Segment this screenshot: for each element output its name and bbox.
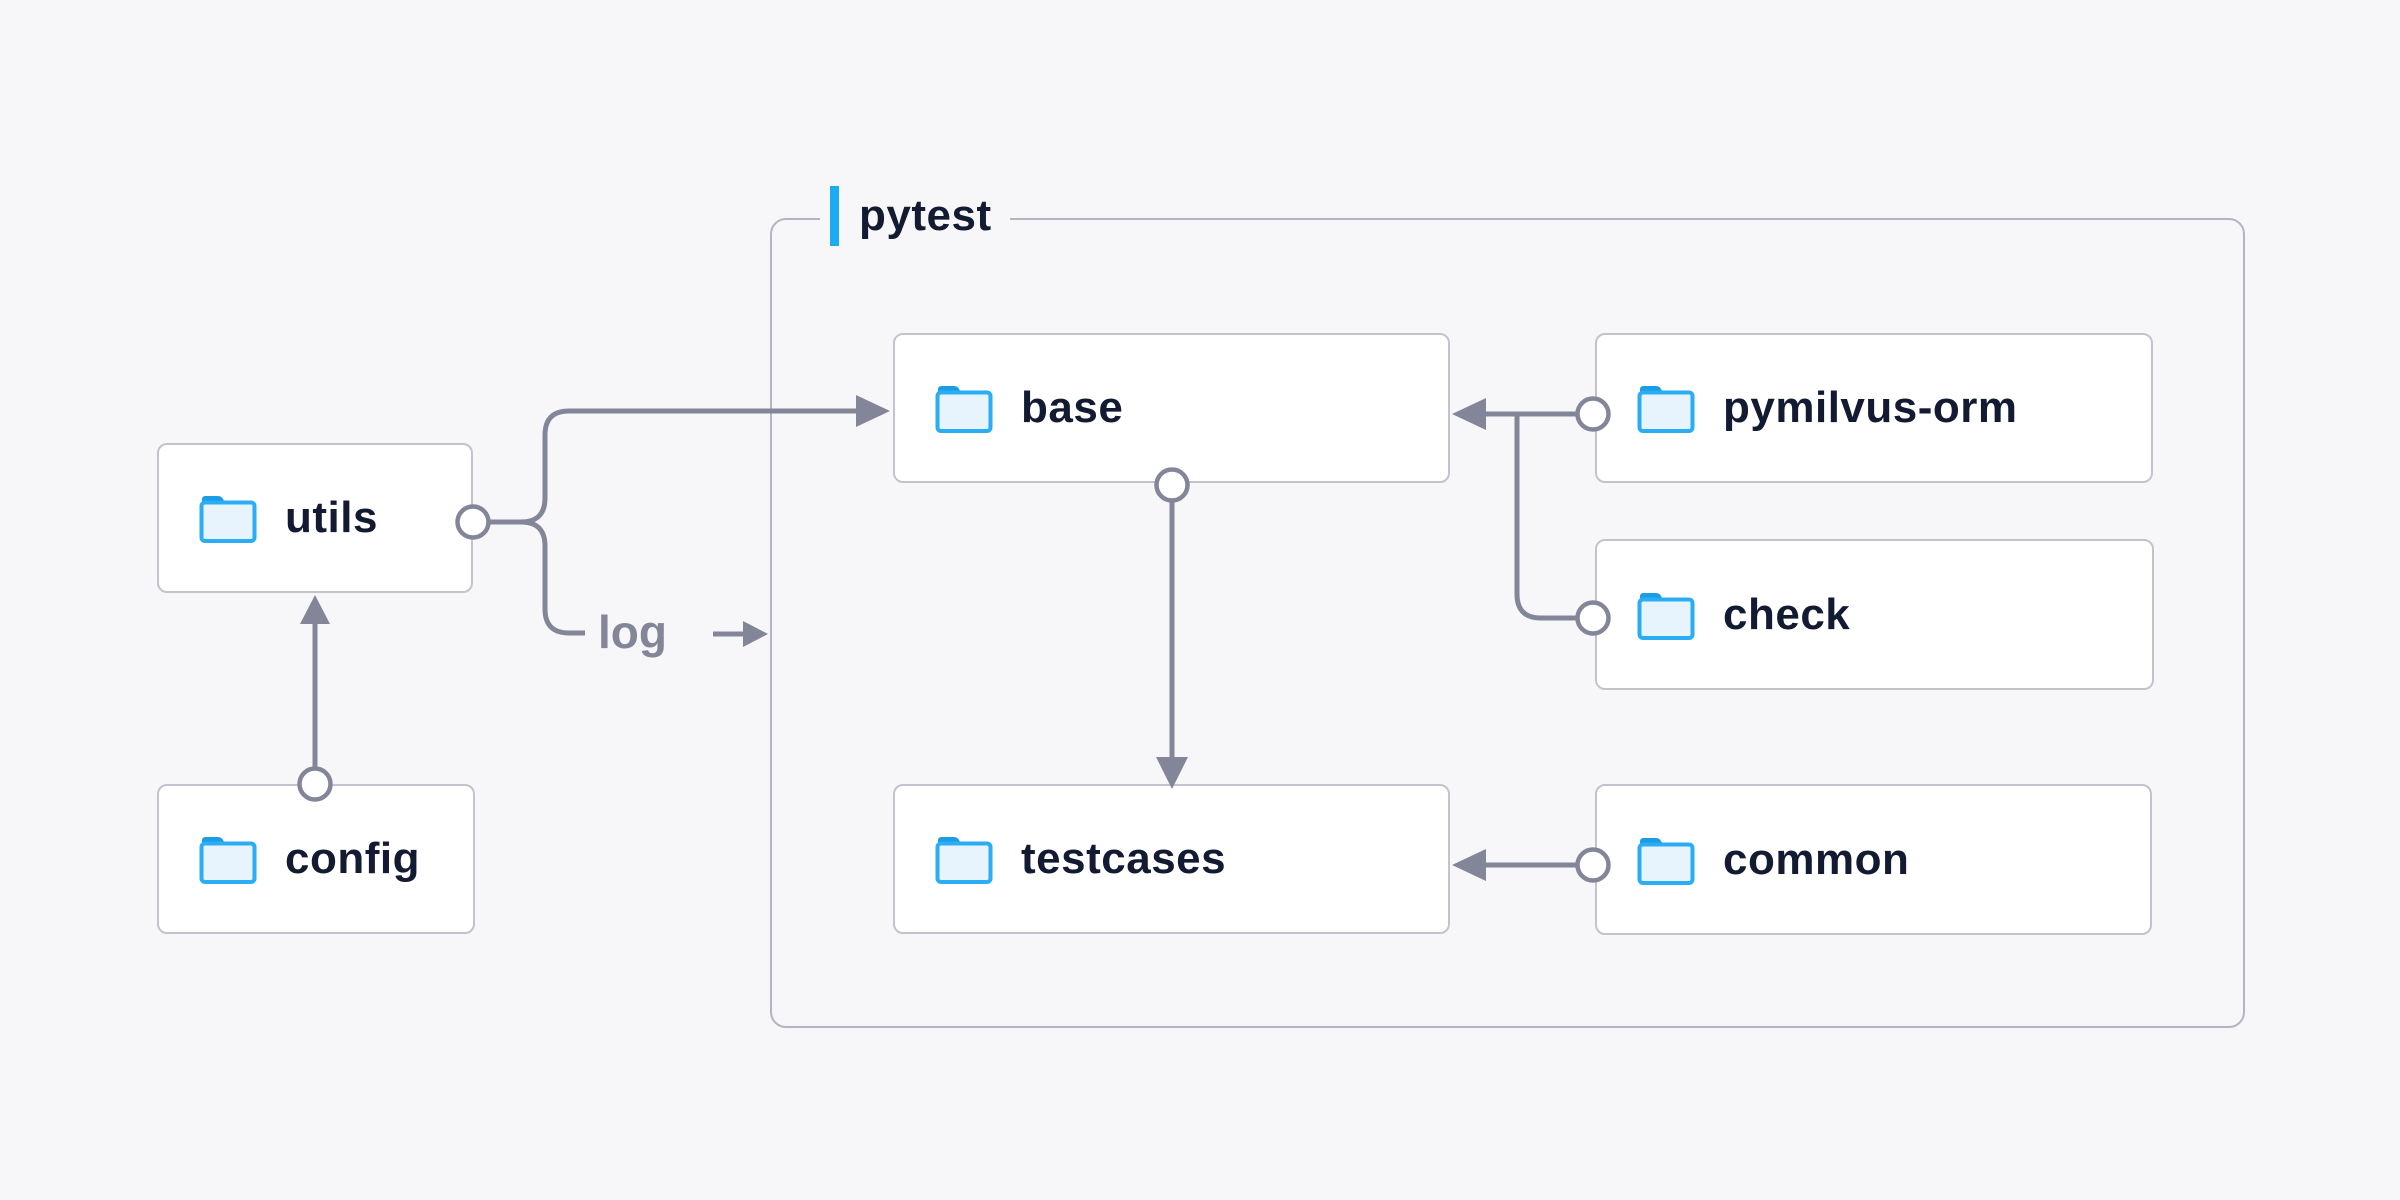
folder-icon <box>933 382 995 434</box>
node-label: utils <box>285 493 378 542</box>
node-label: pymilvus-orm <box>1723 383 2018 432</box>
folder-icon <box>197 833 259 885</box>
node-base: base <box>893 333 1450 483</box>
node-label: testcases <box>1021 834 1227 883</box>
folder-icon <box>197 492 259 544</box>
pytest-container <box>770 218 2245 1028</box>
node-check: check <box>1595 539 2154 690</box>
node-common: common <box>1595 784 2152 935</box>
accent-bar-icon <box>830 186 839 246</box>
pytest-label-text: pytest <box>859 191 992 240</box>
folder-icon <box>1635 589 1697 641</box>
edge-label-log: log <box>598 606 667 658</box>
folder-icon <box>933 833 995 885</box>
node-utils: utils <box>157 443 473 593</box>
node-label: common <box>1723 834 1910 884</box>
node-label: check <box>1723 589 1851 639</box>
node-config: config <box>157 784 475 934</box>
node-label: base <box>1021 383 1124 432</box>
edge-config-utils <box>297 595 333 802</box>
node-label: config <box>285 834 420 883</box>
node-pymilvus-orm: pymilvus-orm <box>1595 333 2153 483</box>
pytest-container-label: pytest <box>820 185 1010 247</box>
folder-icon <box>1635 382 1697 434</box>
edge-log-arrow <box>713 621 768 647</box>
folder-icon <box>1635 834 1697 886</box>
node-testcases: testcases <box>893 784 1450 934</box>
